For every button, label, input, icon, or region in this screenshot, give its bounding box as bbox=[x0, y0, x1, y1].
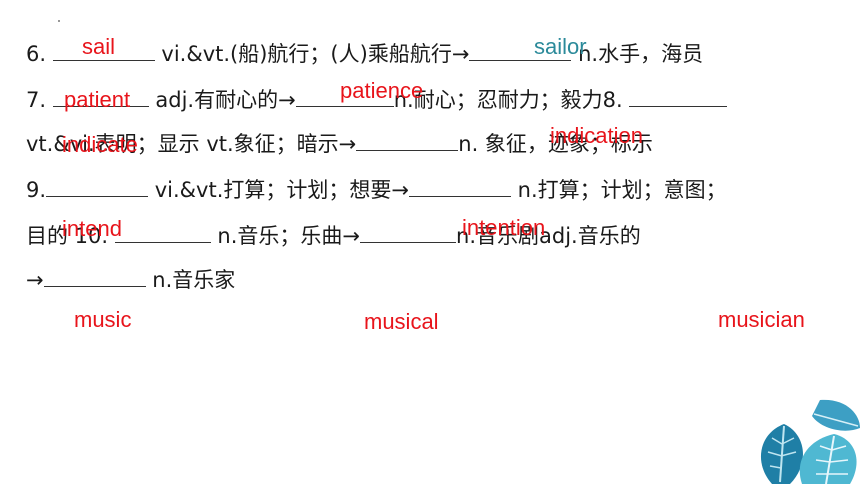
answer-musician: musician bbox=[718, 307, 805, 332]
answer-intend: intend bbox=[62, 216, 122, 241]
blank-10c[interactable] bbox=[43, 266, 146, 287]
blank-6b[interactable] bbox=[469, 40, 572, 61]
line-6-text-end: n.水手，海员 bbox=[571, 42, 704, 66]
blank-10b[interactable] bbox=[360, 222, 457, 243]
exercise-line-6: 6. vi.&vt.(船)航行；(人)乘船航行→ n.水手，海员 bbox=[26, 40, 703, 68]
line-8-text: vt.&vi.表明；显示 vt.象征；暗示→ bbox=[26, 132, 357, 156]
line-10-number: 目的 10. bbox=[26, 224, 115, 248]
blank-7a[interactable] bbox=[52, 86, 149, 107]
answer-sail: sail bbox=[82, 34, 116, 59]
exercise-line-8: vt.&vi.表明；显示 vt.象征；暗示→ n. 象征，迹象；标示 bbox=[26, 130, 653, 158]
blank-9a[interactable] bbox=[46, 176, 149, 197]
line-7-text: adj.有耐心的→ bbox=[148, 88, 296, 112]
line-6-number: 6. bbox=[26, 42, 53, 66]
answer-indication: indication bbox=[550, 123, 643, 148]
exercise-line-7: 7. adj.有耐心的→ n.耐心；忍耐力；毅力8. bbox=[26, 86, 728, 114]
dot-mark bbox=[58, 20, 60, 22]
blank-8b[interactable] bbox=[356, 130, 459, 151]
exercise-line-9: 9. vi.&vt.打算；计划；想要→ n.打算；计划；意图； bbox=[26, 176, 727, 204]
blank-6a[interactable] bbox=[52, 40, 155, 61]
line-9-number: 9. bbox=[26, 178, 47, 202]
line-11-text: n.音乐家 bbox=[145, 268, 236, 292]
line-10-text-end: n.音乐剧adj.音乐的 bbox=[456, 224, 641, 248]
answer-music: music bbox=[74, 307, 132, 332]
exercise-line-10-cont: → n.音乐家 bbox=[26, 266, 235, 294]
line-8-text-end: n. 象征，迹象；标示 bbox=[458, 132, 653, 156]
blank-8a[interactable] bbox=[629, 86, 728, 107]
answer-sailor: sailor bbox=[534, 34, 587, 59]
answer-intention: intention bbox=[462, 215, 546, 240]
line-9-text: vi.&vt.打算；计划；想要→ bbox=[148, 178, 409, 202]
answer-patient: patient bbox=[64, 87, 131, 112]
line-7-text-end: n.耐心；忍耐力；毅力8. bbox=[393, 88, 630, 112]
line-9-text-end: n.打算；计划；意图； bbox=[510, 178, 727, 202]
exercise-line-10: 目的 10. n.音乐；乐曲→ n.音乐剧adj.音乐的 bbox=[26, 222, 641, 250]
line-6-text: vi.&vt.(船)航行；(人)乘船航行→ bbox=[154, 42, 470, 66]
answer-indicate: indicate bbox=[62, 132, 138, 157]
line-7-number: 7. bbox=[26, 88, 53, 112]
blank-7b[interactable] bbox=[295, 86, 394, 107]
blank-10a[interactable] bbox=[114, 222, 211, 243]
answer-patience: patience bbox=[340, 78, 424, 103]
blank-9b[interactable] bbox=[408, 176, 511, 197]
line-10-text: n.音乐；乐曲→ bbox=[210, 224, 361, 248]
answer-musical: musical bbox=[364, 309, 439, 334]
line-11-arrow: → bbox=[26, 268, 44, 292]
decorative-leaves-icon bbox=[760, 399, 860, 484]
